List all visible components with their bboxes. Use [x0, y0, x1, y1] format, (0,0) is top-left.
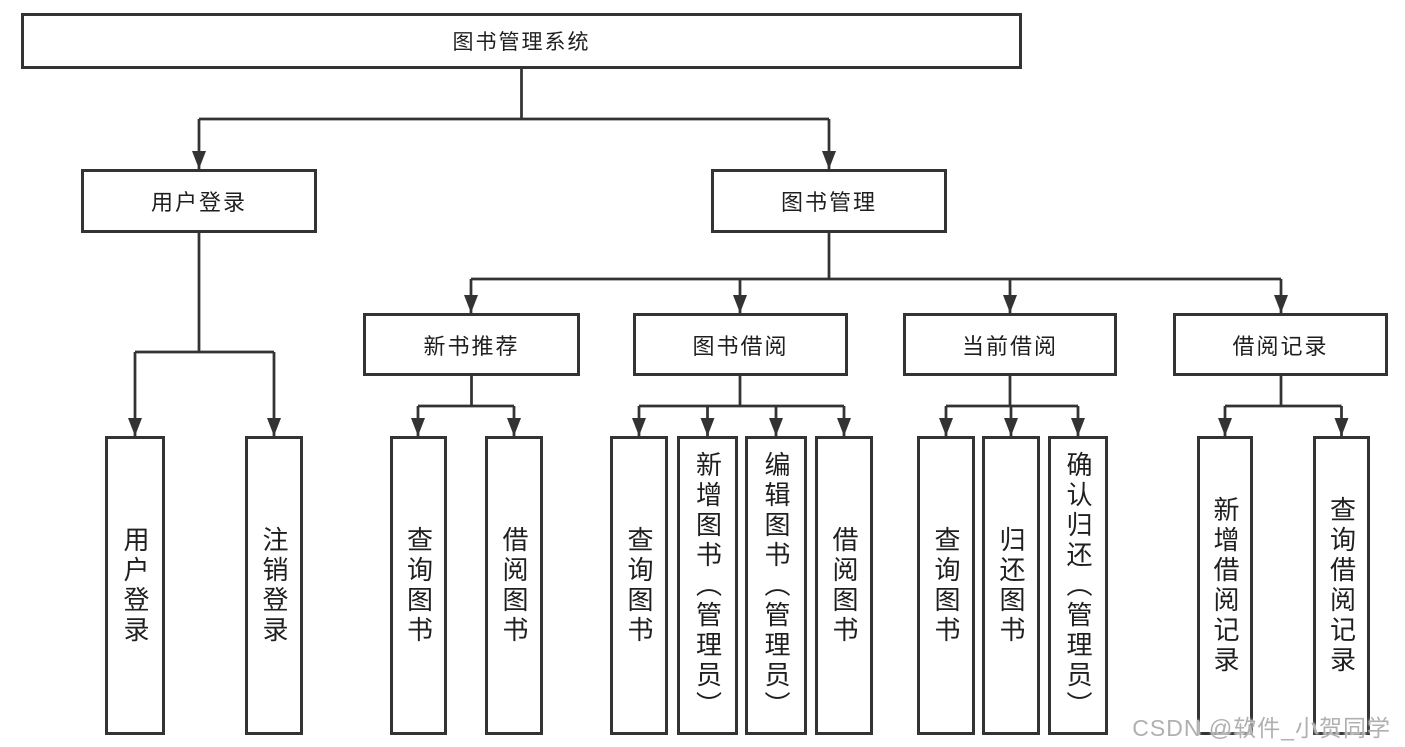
node-label: 新增借阅记录 [1210, 495, 1240, 676]
node-label: 图书管理 [780, 190, 877, 215]
node-label: 归还图书 [996, 525, 1026, 646]
leaf-confirm-return-admin: 确认归还（管理员） [1048, 436, 1108, 735]
leaf-edit-books-admin: 编辑图书（管理员） [745, 436, 807, 735]
node-label: 用户登录 [150, 190, 247, 215]
node-label: 新增图书（管理员） [692, 450, 723, 721]
node-label: 查询图书 [624, 525, 654, 646]
leaf-query-books-recommend: 查询图书 [390, 436, 447, 735]
leaf-query-books-current: 查询图书 [917, 436, 975, 735]
node-borrow-records: 借阅记录 [1173, 313, 1388, 376]
leaf-add-borrow-record: 新增借阅记录 [1197, 436, 1253, 735]
node-label: 注销登录 [259, 525, 289, 646]
node-label: 确认归还（管理员） [1063, 450, 1093, 721]
node-label: 图书管理系统 [452, 31, 591, 54]
node-label: 图书借阅 [692, 333, 789, 359]
node-label: 查询借阅记录 [1326, 495, 1357, 676]
node-label: 当前借阅 [961, 333, 1058, 359]
node-user-login: 用户登录 [81, 169, 317, 233]
leaf-user-login: 用户登录 [105, 436, 165, 735]
node-label: 新书推荐 [423, 333, 520, 359]
node-label: 用户登录 [120, 525, 150, 646]
leaf-query-books-borrow: 查询图书 [610, 436, 668, 735]
leaf-borrow-books-recommend: 借阅图书 [485, 436, 543, 735]
connector-bars [135, 69, 1342, 408]
leaf-logout-login: 注销登录 [245, 436, 303, 735]
node-new-book-recommend: 新书推荐 [363, 313, 580, 376]
node-label: 借阅图书 [499, 525, 529, 646]
leaf-add-books-admin: 新增图书（管理员） [677, 436, 738, 735]
node-label: 查询图书 [403, 525, 434, 646]
leaf-borrow-books-borrow: 借阅图书 [815, 436, 873, 735]
csdn-watermark: CSDN @软件_小贺同学 [1132, 715, 1391, 741]
node-label: 编辑图书（管理员） [761, 450, 791, 721]
node-book-borrow: 图书借阅 [633, 313, 848, 376]
leaf-query-borrow-record: 查询借阅记录 [1313, 436, 1370, 735]
leaf-return-books: 归还图书 [982, 436, 1040, 735]
node-library-management-system: 图书管理系统 [21, 13, 1022, 69]
node-label: 借阅记录 [1232, 333, 1329, 359]
node-book-management: 图书管理 [711, 169, 947, 233]
node-current-borrow: 当前借阅 [903, 313, 1117, 376]
node-label: 借阅图书 [829, 525, 859, 646]
node-label: 查询图书 [931, 525, 961, 646]
